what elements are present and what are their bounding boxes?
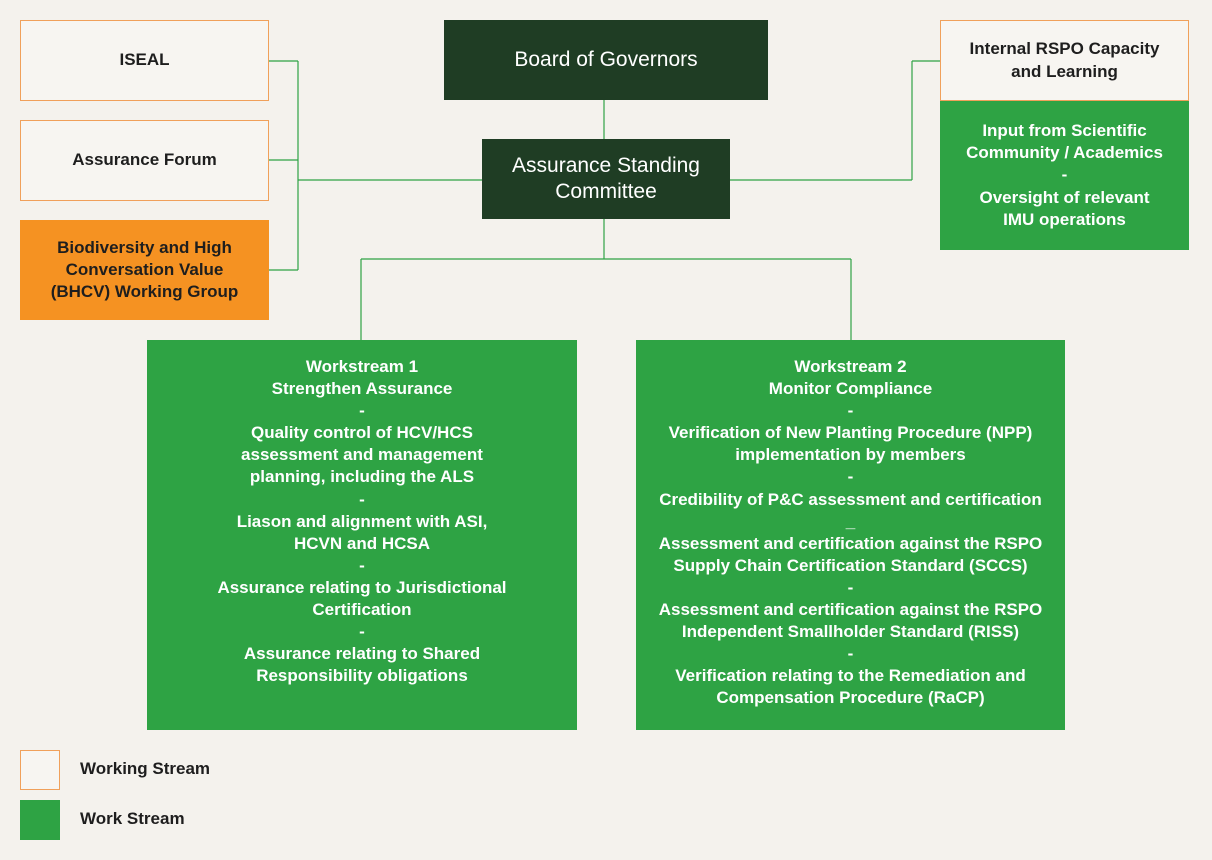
assurance-forum-node: Assurance Forum bbox=[20, 120, 269, 201]
iseal-node: ISEAL bbox=[20, 20, 269, 101]
ws2-line-9: Assessment and certification against the… bbox=[658, 600, 1043, 642]
scientific-input-label: Input from Scientific Community / Academ… bbox=[966, 121, 1163, 229]
internal-rspo-capacity-node: Internal RSPO Capacity and Learning bbox=[940, 20, 1189, 101]
legend-label-work-stream: Work Stream bbox=[80, 809, 185, 828]
assurance-standing-committee-node: Assurance Standing Committee bbox=[482, 139, 730, 219]
ws1-line-9: Assurance relating to Shared Responsibil… bbox=[243, 644, 481, 686]
ws1-line-6: - bbox=[359, 555, 365, 575]
ws2-line-0: Workstream 2 bbox=[794, 357, 907, 376]
ws2-line-10: - bbox=[847, 644, 854, 664]
ws2-line-8: - bbox=[847, 577, 854, 597]
legend-swatch-working-stream bbox=[20, 750, 60, 790]
ws1-line-0: Workstream 1 bbox=[305, 357, 419, 376]
ws2-line-5: Credibility of P&C assessment and certif… bbox=[659, 489, 1042, 509]
legend-label-working-stream: Working Stream bbox=[80, 759, 211, 778]
ws2-line-6: _ bbox=[845, 511, 856, 531]
ws2-line-7: Assessment and certification against the… bbox=[658, 533, 1043, 575]
ws2-line-4: - bbox=[847, 467, 854, 487]
bhcv-working-group-node: Biodiversity and High Conversation Value… bbox=[20, 220, 269, 320]
ws2-line-2: - bbox=[847, 401, 854, 421]
ws1-line-8: - bbox=[359, 622, 365, 642]
ws1-line-5: Liason and alignment with ASI, HCVN and … bbox=[236, 511, 488, 553]
ws2-line-11: Verification relating to the Remediation… bbox=[675, 666, 1026, 708]
ws2-line-1: Monitor Compliance bbox=[768, 379, 933, 399]
workstream-1-node: Workstream 1 Strengthen Assurance - Qual… bbox=[147, 340, 577, 730]
ws1-line-1: Strengthen Assurance bbox=[271, 379, 453, 399]
asc-label: Assurance Standing Committee bbox=[512, 153, 700, 203]
board-label: Board of Governors bbox=[514, 47, 698, 71]
ws1-line-7: Assurance relating to Jurisdictional Cer… bbox=[217, 577, 507, 620]
ws1-line-3: Quality control of HCV/HCS assessment an… bbox=[241, 423, 483, 487]
bhcv-label: Biodiversity and High Conversation Value… bbox=[50, 237, 239, 302]
ws1-line-4: - bbox=[359, 489, 365, 509]
internal-rspo-label: Internal RSPO Capacity and Learning bbox=[969, 39, 1160, 81]
legend-swatch-work-stream bbox=[20, 800, 60, 840]
ws2-line-3: Verification of New Planting Procedure (… bbox=[668, 423, 1033, 465]
board-of-governors-node: Board of Governors bbox=[444, 20, 768, 100]
ws1-line-2: - bbox=[359, 401, 365, 421]
scientific-input-node: Input from Scientific Community / Academ… bbox=[940, 101, 1189, 250]
assurance-forum-label: Assurance Forum bbox=[72, 150, 217, 170]
iseal-label: ISEAL bbox=[119, 50, 170, 70]
workstream-2-node: Workstream 2 Monitor Compliance - Verifi… bbox=[636, 340, 1065, 730]
